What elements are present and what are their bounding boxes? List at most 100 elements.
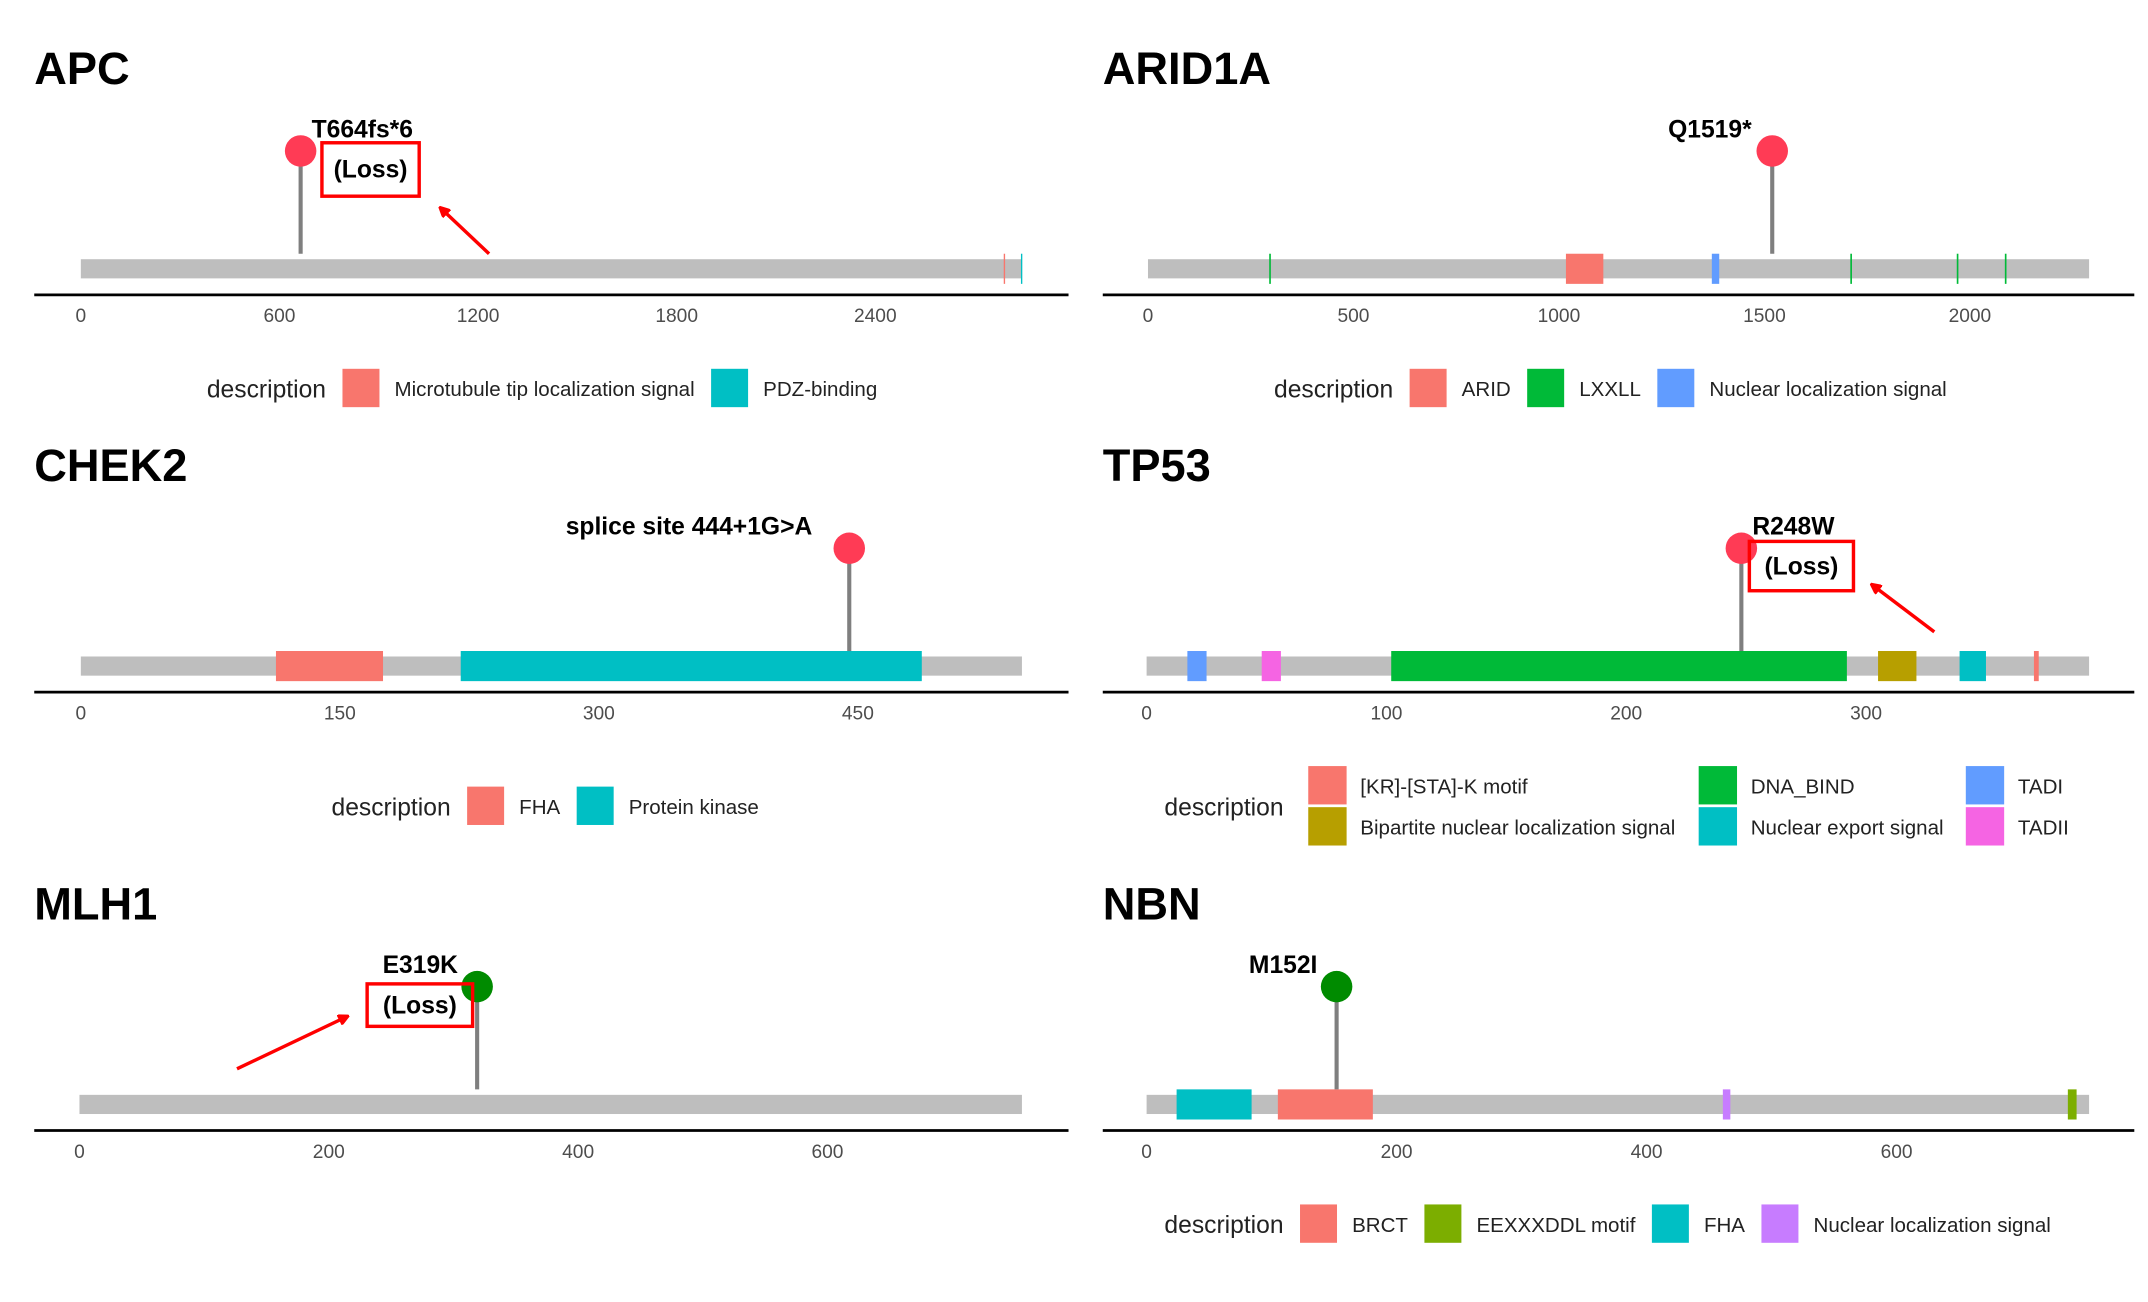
loss-highlight-box [1747, 539, 1856, 593]
red-arrow [236, 1017, 347, 1071]
mutation-label: M152I [1249, 952, 1317, 979]
lollipop-head [284, 135, 317, 167]
legend-swatch [1651, 1204, 1689, 1243]
domain-fha [1176, 1089, 1252, 1120]
domain-eexxxddl-motif [2067, 1089, 2077, 1120]
domain-fha [275, 651, 384, 682]
domain-tadi [1187, 651, 1207, 682]
legend-title: description [332, 794, 451, 821]
domain-dna-bind [1391, 651, 1847, 682]
x-tick-label: 200 [1610, 703, 1642, 724]
legend-swatch [342, 368, 380, 408]
x-tick-label: 1800 [655, 306, 698, 327]
x-tick-label: 400 [562, 1142, 594, 1163]
panel-title: CHEK2 [34, 440, 187, 491]
loss-highlight-box [320, 141, 421, 198]
legend-swatch [1527, 368, 1565, 408]
legend-item-label: Nuclear localization signal [1814, 1214, 2051, 1237]
legend-item-label: Nuclear localization signal [1709, 378, 1946, 401]
legend-item-label: PDZ-binding [763, 378, 877, 401]
x-tick-label: 400 [1631, 1142, 1663, 1163]
x-tick-label: 1200 [457, 306, 500, 327]
legend-swatch [711, 368, 749, 408]
legend-swatch [1308, 807, 1347, 846]
mutation-label: Q1519* [1668, 116, 1752, 143]
protein-backbone [1147, 259, 2090, 279]
legend-swatch [1698, 807, 1738, 846]
x-tick-label: 600 [263, 306, 295, 327]
x-tick-label: 0 [1143, 306, 1154, 327]
x-tick-label: 0 [74, 1142, 85, 1163]
legend-item-label: TADI [2018, 775, 2063, 798]
x-tick-label: 1000 [1538, 306, 1581, 327]
legend-title: description [207, 377, 326, 404]
x-tick-label: 500 [1337, 306, 1369, 327]
panel-title: ARID1A [1103, 43, 1271, 94]
protein-backbone [80, 259, 1022, 279]
lollipop-head [461, 970, 493, 1003]
legend-item-label: [KR]-[STA]-K motif [1360, 775, 1528, 798]
legend-item-label: TADII [2018, 817, 2069, 840]
legend-swatch [576, 786, 614, 825]
domain-nuclear-localization-signal [1711, 253, 1720, 284]
lollipop-head [833, 532, 866, 565]
legend-item-label: Nuclear export signal [1751, 817, 1944, 840]
legend-swatch [1424, 1204, 1462, 1243]
x-tick-label: 300 [1850, 703, 1882, 724]
legend-swatch [467, 786, 505, 825]
legend-swatch [1761, 1204, 1799, 1243]
red-arrow [441, 209, 491, 255]
domain-lxxll [1269, 253, 1271, 284]
lollipop-head [1320, 970, 1353, 1003]
legend-title: description [1164, 1212, 1283, 1239]
domain-nuclear-localization-signal [1722, 1089, 1731, 1120]
legend-swatch [1657, 368, 1695, 408]
domain-lxxll [2004, 253, 2007, 284]
x-tick-label: 0 [1141, 1142, 1152, 1163]
legend-swatch [1965, 766, 2005, 805]
x-tick-label: 0 [75, 306, 86, 327]
x-tick-label: 200 [313, 1142, 345, 1163]
mutation-label: R248W [1752, 514, 1835, 541]
red-arrow [1873, 585, 1936, 634]
domain-microtubule-tip-localization-signal [1003, 253, 1006, 284]
panel-title: NBN [1103, 878, 1201, 929]
legend-item-label: BRCT [1352, 1214, 1408, 1237]
legend-swatch [1300, 1204, 1338, 1243]
domain-protein-kinase [460, 651, 922, 682]
x-tick-label: 300 [583, 703, 615, 724]
x-tick-label: 2000 [1949, 306, 1992, 327]
legend-swatch [1308, 766, 1347, 805]
x-tick-label: 1500 [1743, 306, 1786, 327]
mutation-annotation: (Loss) [1764, 553, 1838, 580]
lollipop-head [1756, 135, 1788, 167]
domain-lxxll [1956, 253, 1959, 284]
mutation-label: E319K [383, 952, 459, 979]
panel-title: MLH1 [34, 878, 157, 929]
legend-swatch [1698, 766, 1738, 805]
protein-backbone [79, 1094, 1022, 1115]
x-tick-label: 0 [75, 703, 86, 724]
loss-highlight-box [365, 982, 475, 1029]
legend-swatch [1409, 368, 1447, 408]
protein-backbone [1146, 1094, 2090, 1115]
legend-item-label: Microtubule tip localization signal [395, 378, 695, 401]
domain-lxxll [1850, 253, 1852, 284]
x-tick-label: 0 [1141, 703, 1152, 724]
x-tick-label: 2400 [854, 306, 897, 327]
mutation-label: T664fs*6 [312, 116, 413, 143]
x-tick-label: 100 [1370, 703, 1402, 724]
mutation-annotation: (Loss) [383, 992, 457, 1019]
legend-item-label: EEXXXDDL motif [1476, 1214, 1635, 1237]
domain--kr-sta-k-motif [2033, 651, 2039, 682]
legend-item-label: LXXLL [1579, 378, 1641, 401]
legend-item-label: ARID [1462, 378, 1511, 401]
legend-item-label: Bipartite nuclear localization signal [1360, 817, 1675, 840]
x-tick-label: 450 [842, 703, 874, 724]
